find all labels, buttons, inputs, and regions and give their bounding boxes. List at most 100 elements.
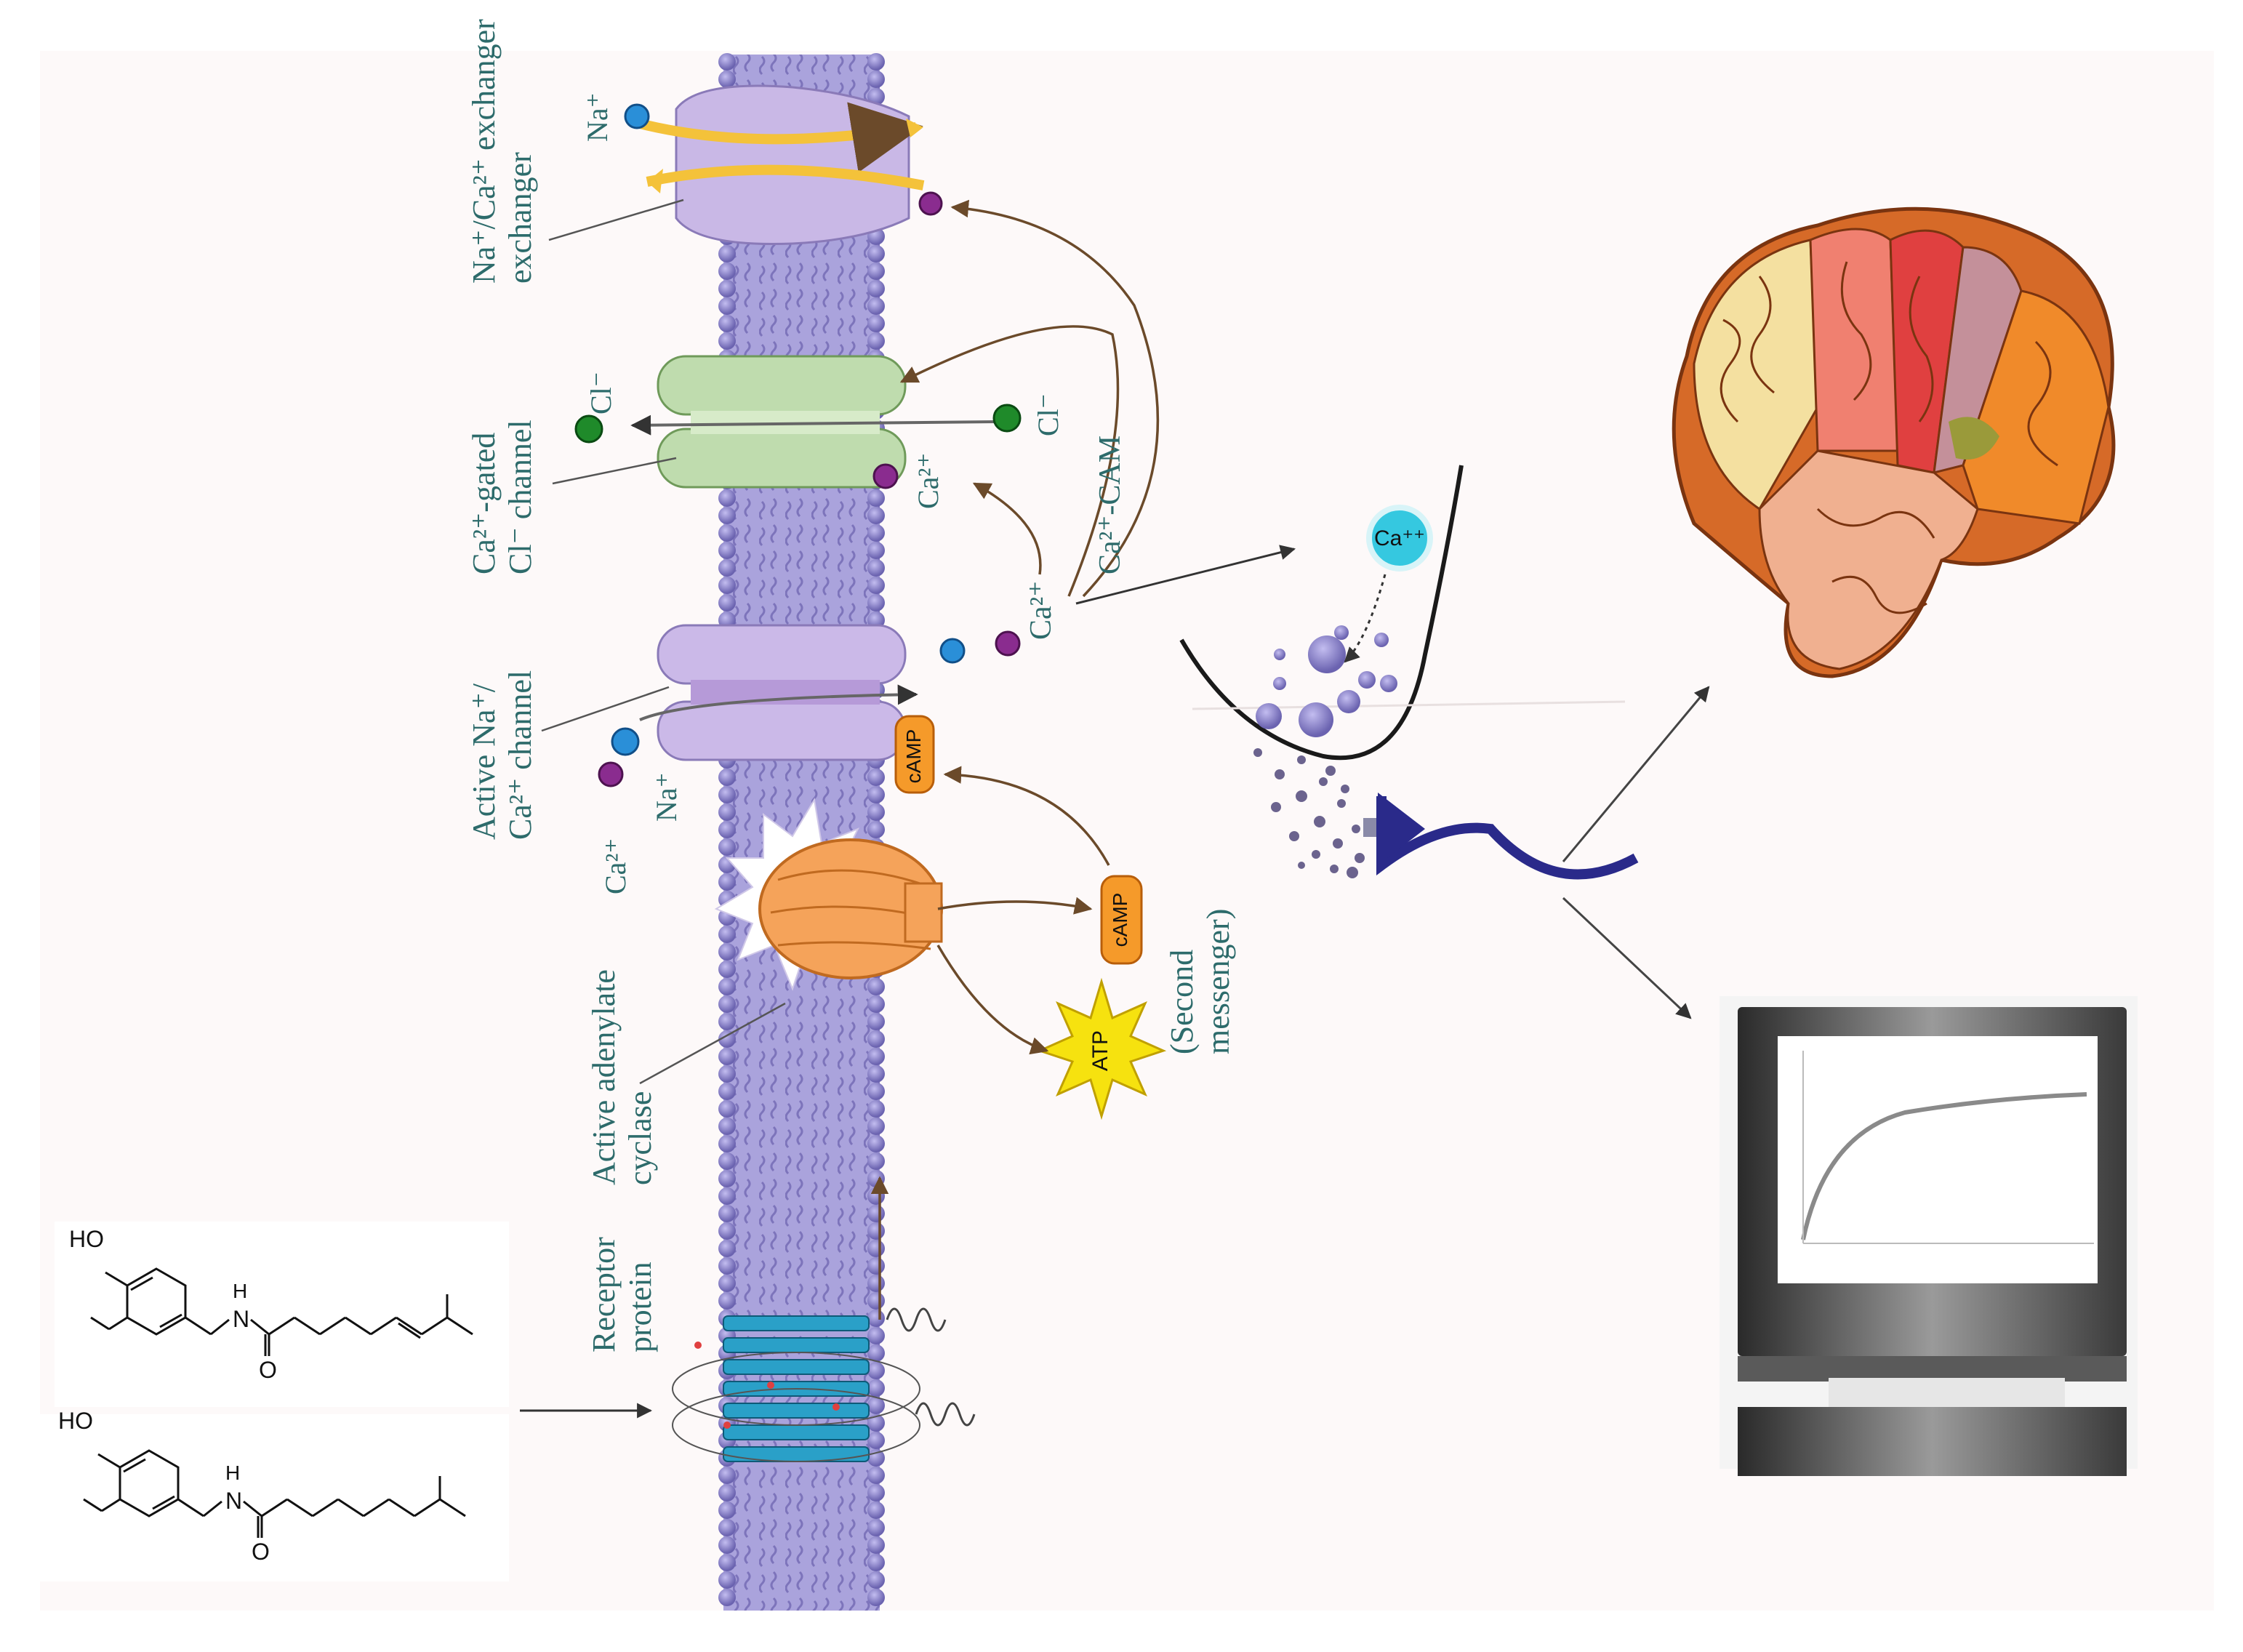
phospholipid-head [867,489,885,507]
phospholipid-head [867,1152,885,1170]
arrow-to-brain [1562,686,1710,862]
phospholipid-head [718,1065,736,1083]
ca-label-center: Ca²⁺ [1024,581,1058,640]
mol2-h-label: H [225,1461,240,1484]
mol1-n-label: N [233,1306,249,1332]
phospholipid-head [867,1065,885,1083]
phospholipid-head [867,1519,885,1536]
phospholipid-head [718,542,736,559]
phospholipid-head [718,1484,736,1501]
cl-channel-label: Ca²⁺-gated Cl⁻ channel [466,420,538,574]
phospholipid-head [718,1554,736,1571]
svg-text:cAMP: cAMP [1109,893,1131,947]
phospholipid-head [718,873,736,891]
phospholipid-head [718,1152,736,1170]
cl-ion [574,414,603,444]
cl-label-left: Cl⁻ [585,372,617,414]
phospholipid-head [718,1257,736,1275]
monitor-icon [1720,996,2138,1476]
phospholipid-head [718,507,736,524]
phospholipid-head [867,332,885,350]
phospholipid-head [867,1118,885,1135]
na-label-left: Na⁺ [650,772,683,822]
phospholipid-head [867,1310,885,1327]
phospholipid-head [867,577,885,594]
phospholipid-head [867,1484,885,1501]
phospholipid-head [718,1222,736,1240]
phospholipid-head [718,1013,736,1030]
phospholipid-head [718,1100,736,1118]
phospholipid-head [867,769,885,786]
phospholipid-head [718,1501,736,1519]
phospholipid-head [867,1135,885,1152]
phospholipid-head [718,315,736,332]
phospholipid-head [867,1030,885,1048]
phospholipid-head [718,489,736,507]
phospholipid-head [718,71,736,88]
na-ion [939,638,966,664]
calcium-vesicle: Ca⁺⁺ [1366,505,1433,572]
ca-ion [872,463,899,489]
phospholipid-head [867,245,885,262]
phospholipid-head [718,53,736,71]
svg-text:ATP: ATP [1088,1030,1112,1071]
phospholipid-head [718,524,736,542]
phospholipid-head [718,577,736,594]
svg-text:Ca⁺⁺: Ca⁺⁺ [1374,526,1425,550]
mol1-h-label: H [233,1280,247,1302]
phospholipid-head [867,542,885,559]
ca-label-cl: Ca²⁺ [912,452,944,509]
mol2-o-label: O [252,1539,270,1565]
phospholipid-head [718,1467,736,1484]
leader-lines [541,199,786,1085]
phospholipid-head [718,926,736,943]
mol2-ho-label: HO [58,1408,93,1434]
arrow-to-synapse [1075,545,1296,605]
phospholipid-head [718,978,736,995]
svg-text:cyclase: cyclase [622,1091,658,1185]
phospholipid-head [867,786,885,803]
phospholipid-head [867,1536,885,1554]
cl-ion [992,404,1022,433]
svg-text:Na⁺/Ca²⁺ exchanger: Na⁺/Ca²⁺ exchanger [466,19,502,284]
phospholipid-head [867,1083,885,1100]
exchanger-label: Na⁺/Ca²⁺ exchanger exchanger [466,19,538,284]
na-ion [624,103,650,129]
phospholipid-head [718,559,736,577]
phospholipid-head [867,1327,885,1344]
phospholipid-head [718,961,736,978]
second-messenger-label: (Second messenger) [1164,909,1236,1054]
phospholipid-head [867,995,885,1013]
phospholipid-head [867,524,885,542]
phospholipid-head [718,1135,736,1152]
signal-arrows [870,199,1160,1320]
phospholipid-head [867,1275,885,1292]
svg-text:Receptor: Receptor [586,1237,622,1352]
svg-text:messenger): messenger) [1200,909,1236,1054]
phospholipid-head [718,943,736,961]
ca-ion [918,191,943,216]
phospholipid-head [718,995,736,1013]
ca-ion [995,630,1021,657]
phospholipid-head [718,1292,736,1310]
phospholipid-head [718,1519,736,1536]
na-ca-exchanger [638,84,925,246]
arrow-to-monitor [1562,897,1692,1019]
receptor-protein-label: Receptor protein [586,1237,658,1352]
receptor-protein [672,1307,976,1462]
phospholipid-head [867,1240,885,1257]
phospholipid-head [867,1292,885,1310]
na-ion [611,727,640,756]
synaptic-terminal [1179,465,1626,761]
phospholipid-head [867,821,885,838]
na-ca-channel-label: Active Na⁺/ Ca²⁺ channel [466,670,538,840]
released-particles [1253,748,1365,878]
phospholipid-head [867,1501,885,1519]
phospholipid-head [718,332,736,350]
svg-text:cAMP: cAMP [902,729,925,784]
phospholipid-head [867,1187,885,1205]
na-ca-channel [639,624,918,761]
phospholipid-head [718,1536,736,1554]
phospholipid-head [718,594,736,612]
